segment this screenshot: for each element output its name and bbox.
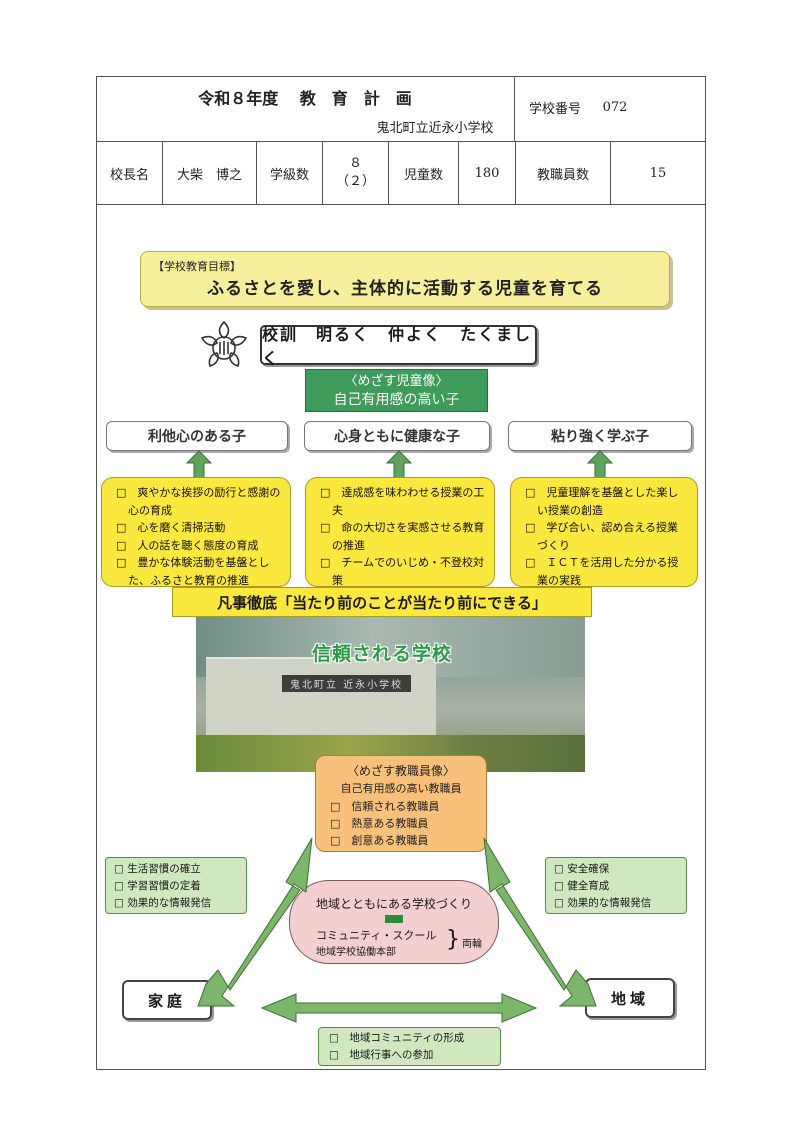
header-divider: [610, 141, 611, 204]
header-divider: [96, 141, 706, 142]
pillar-altruism-box: □ 爽やかな挨拶の励行と感謝の心の育成 □ 心を磨く清掃活動 □ 人の話を聴く態…: [101, 477, 291, 587]
pillar-perseverance-box: □ 児童理解を基盤とした楽しい授業の創造 □ 学び合い、認め合える授業づくり □…: [510, 477, 698, 587]
home-role-box: □ 生活習慣の確立 □ 学習習慣の定着 □ 効果的な情報発信: [105, 857, 247, 914]
target-staff-subtitle: 自己有用感の高い教職員: [340, 782, 462, 795]
target-child-heading: 〈めざす児童像〉: [344, 374, 449, 389]
double-arrow-icon: [260, 993, 538, 1023]
target-child-subtitle: 自己有用感の高い子: [333, 392, 460, 408]
list-item: □ 達成感を味わわせる授業の工夫: [320, 486, 485, 517]
list-item: □ 豊かな体験活動を基盤とした、ふるさと教育の推進: [116, 556, 270, 587]
list-item: □ 熱意ある教職員: [330, 817, 429, 830]
staff-label: 教職員数: [536, 167, 589, 183]
header-divider: [322, 141, 323, 204]
basic-policy: 凡事徹底「当たり前のことが当たり前にできる」: [172, 587, 592, 617]
staff-count: 15: [649, 165, 667, 181]
brace-icon: }: [446, 927, 460, 952]
list-item: □ 健全育成: [554, 880, 610, 892]
classes-count: ８ （２）: [323, 142, 388, 204]
school-name: 鬼北町立近永小学校: [376, 120, 494, 136]
photo-school-sign: 鬼北町立 近永小学校: [282, 675, 412, 692]
list-item: □ 創意ある教職員: [330, 834, 429, 847]
list-item: □ 命の大切さを実感させる教育の推進: [320, 521, 485, 552]
community-collaboration-box: □ 地域コミュニティの形成 □ 地域行事への参加: [318, 1027, 501, 1066]
list-item: □ 信頼される教職員: [330, 800, 440, 813]
school-goal-tag: 【学校教育目標】: [153, 260, 241, 273]
list-item: □ 学習習慣の定着: [114, 880, 201, 892]
photo-gate-wall: [206, 657, 436, 747]
pillar-health-title: 心身ともに健康な子: [304, 421, 490, 451]
list-item: □ 効果的な情報発信: [114, 897, 212, 909]
classes-value: ８: [348, 156, 362, 171]
header-divider: [388, 141, 389, 204]
school-photo: 信頼される学校 鬼北町立 近永小学校: [196, 617, 585, 772]
community-school-box: 地域とともにある学校づくり コミュニティ・スクール 地域学校協働本部 } 両輪: [289, 880, 499, 964]
list-item: □ 人の話を聴く態度の育成: [116, 538, 259, 552]
list-item: □ 心を磨く清掃活動: [116, 521, 226, 534]
list-item: □ 安全確保: [554, 863, 610, 875]
header-divider: [162, 141, 163, 204]
double-arrow-icon: [483, 837, 597, 1007]
list-item: □ チームでのいじめ・不登校対策: [320, 556, 485, 587]
community-school-title: 地域とともにある学校づくり: [315, 897, 472, 911]
page-title: 令和８年度 教 育 計 画: [198, 89, 412, 108]
target-staff-image: 〈めざす教職員像〉 自己有用感の高い教職員 □ 信頼される教職員 □ 熱意ある教…: [315, 755, 487, 852]
community-role-box: □ 安全確保 □ 健全育成 □ 効果的な情報発信: [545, 857, 687, 914]
students-count: 180: [474, 165, 500, 181]
connector-bar: [385, 915, 403, 923]
list-item: □ 学び合い、認め合える授業づくり: [525, 521, 679, 552]
brace-label: 両輪: [462, 939, 482, 950]
header-divider: [458, 141, 459, 204]
list-item: □ 児童理解を基盤とした楽しい授業の創造: [525, 486, 679, 517]
students-label: 児童数: [403, 167, 443, 183]
school-goal-box: 【学校教育目標】 ふるさとを愛し、主体的に活動する児童を育てる: [140, 251, 670, 307]
list-item: □ 爽やかな挨拶の励行と感謝の心の育成: [116, 486, 281, 517]
school-goal-text: ふるさとを愛し、主体的に活動する児童を育てる: [207, 279, 603, 299]
target-staff-heading: 〈めざす教職員像〉: [346, 764, 455, 778]
header-divider: [96, 204, 706, 205]
page-frame: [96, 76, 706, 1070]
community-school-line: コミュニティ・スクール: [316, 929, 437, 942]
school-emblem-icon: [200, 320, 248, 367]
list-item: □ 効果的な情報発信: [554, 897, 652, 909]
target-child-image: 〈めざす児童像〉 自己有用感の高い子: [305, 369, 488, 412]
community-school-line: 地域学校協働本部: [316, 947, 396, 958]
list-item: □ ＩＣＴを活用した分かる授業の実践: [525, 556, 679, 587]
school-number-label: 学校番号: [528, 101, 581, 117]
list-item: □ 地域行事への参加: [329, 1049, 434, 1061]
principal-label: 校長名: [109, 167, 149, 183]
header-divider: [256, 141, 257, 204]
list-item: □ 生活習慣の確立: [114, 863, 201, 875]
school-number: 072: [602, 99, 628, 115]
header-divider: [514, 76, 515, 141]
double-arrow-icon: [197, 837, 313, 1007]
photo-caption: 信頼される学校: [312, 643, 453, 665]
pillar-health-box: □ 達成感を味わわせる授業の工夫 □ 命の大切さを実感させる教育の推進 □ チー…: [305, 477, 495, 587]
classes-special: （２）: [335, 174, 375, 189]
classes-label: 学級数: [269, 167, 309, 183]
list-item: □ 地域コミュニティの形成: [329, 1032, 465, 1044]
school-motto: 校訓 明るく 仲よく たくましく: [260, 325, 537, 368]
header-divider: [515, 141, 516, 204]
principal-name: 大柴 博之: [176, 167, 242, 183]
pillar-altruism-title: 利他心のある子: [106, 421, 288, 451]
